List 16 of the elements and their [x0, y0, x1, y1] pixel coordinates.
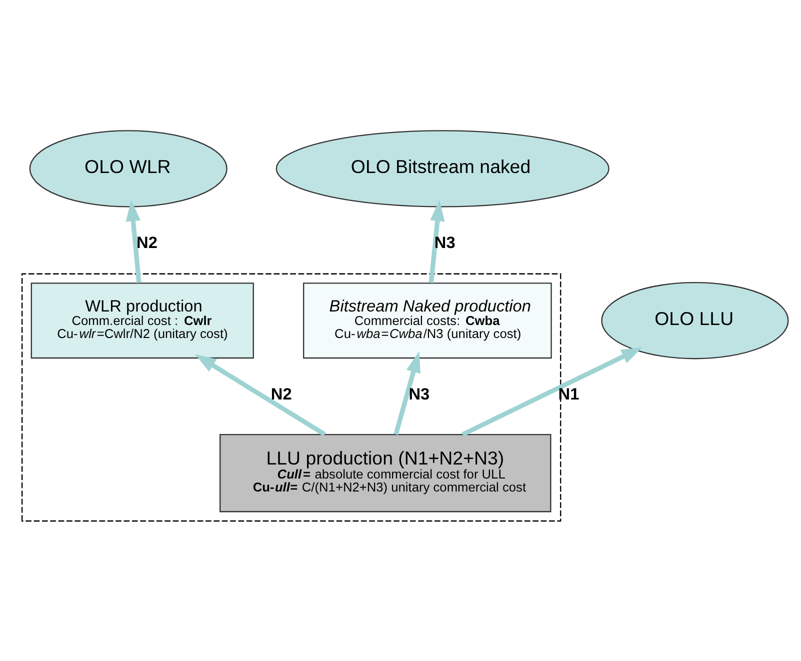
arrow [428, 200, 445, 284]
edge-label: N3 [434, 234, 456, 252]
arrow [195, 354, 326, 436]
node-ellipse: OLO Bitstream naked [276, 130, 610, 208]
edge-label: N3 [408, 386, 430, 404]
node-ellipse: OLO LLU [601, 282, 789, 360]
node-box: LLU production (N1+N2+N3) Cull= absolute commercial cost for ULL Cu-ull= C/(N1+N2+N3) unitary commercial cost [219, 434, 552, 512]
arrow [126, 200, 142, 284]
arrow [394, 351, 421, 436]
node-box: Bitstream Naked production Commercial costs: Cwba Cu-wba=Cwba/N3 (unitary cost) [303, 282, 552, 359]
edge-label: N1 [558, 386, 580, 404]
node-box: WLR production Comm.ercial cost : Cwlr Cu-wlr=Cwlr/N2 (unitary cost) [30, 282, 254, 359]
node-ellipse: OLO WLR [29, 130, 228, 208]
arrow [462, 347, 642, 437]
edge-label: N2 [136, 234, 158, 252]
edge-label: N2 [270, 386, 292, 404]
